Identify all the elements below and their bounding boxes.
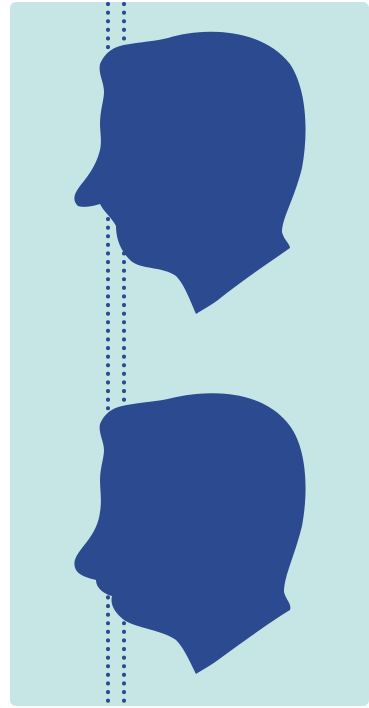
illustration-canvas bbox=[0, 0, 369, 708]
profile-comparison-illustration bbox=[0, 0, 369, 708]
